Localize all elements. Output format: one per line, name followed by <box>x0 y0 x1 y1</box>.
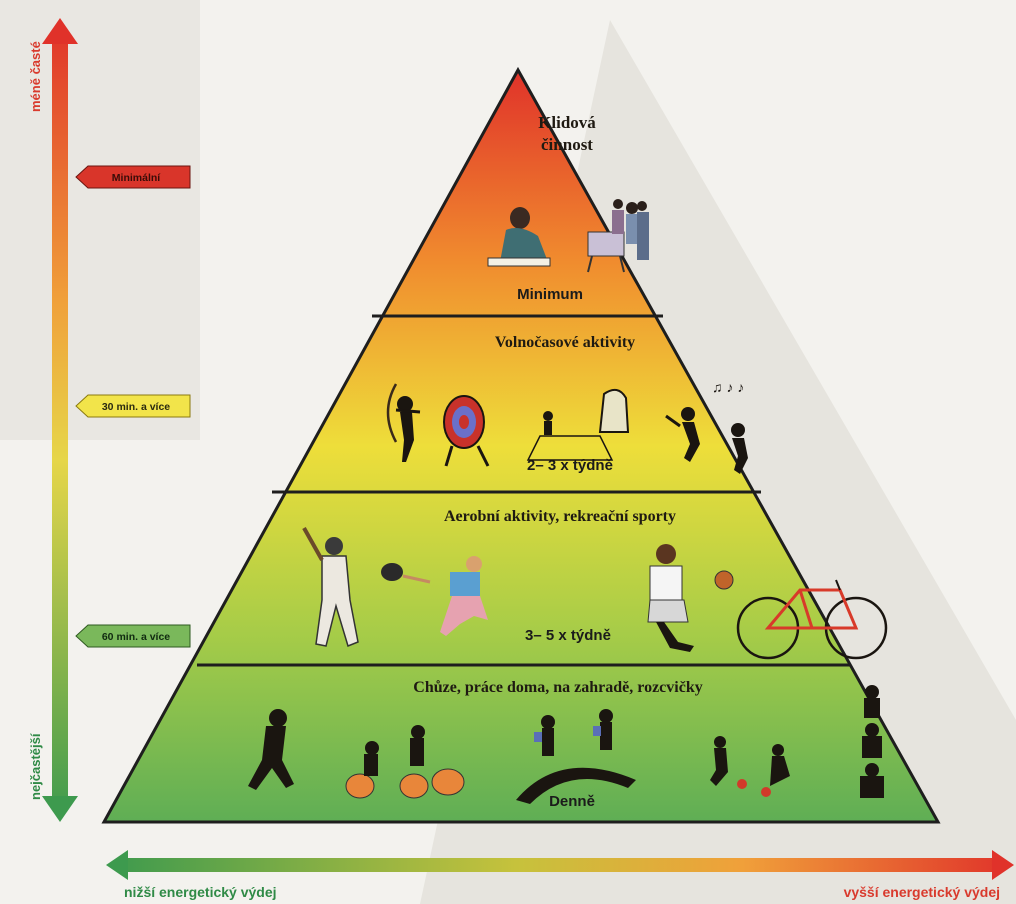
pyramid-body <box>101 66 941 824</box>
tier-title: činnost <box>541 135 593 154</box>
side-tag-60min: 60 min. a více <box>75 624 191 648</box>
axis-left-label: nižší energetický výdej <box>124 884 277 900</box>
side-tag-label: 30 min. a více <box>102 401 170 413</box>
tier-title: Aerobní aktivity, rekreační sporty <box>444 508 676 525</box>
axis-right-label: vyšší energetický výdej <box>844 884 1000 900</box>
tier-2-leisure: Volnočasové aktivity 2– 3 x týdně <box>386 334 748 474</box>
hikers-on-hill-icon <box>516 709 636 804</box>
gardening-figures-icon <box>345 725 465 799</box>
tennis-player-icon <box>381 556 488 636</box>
side-tag-label: 60 min. a více <box>102 631 170 643</box>
tier-frequency: 2– 3 x týdně <box>527 457 613 474</box>
reading-woman-icon <box>487 207 551 267</box>
dancers-icon: ♫ ♪ ♪ <box>665 379 748 474</box>
tier-3-aerobic: Aerobní aktivity, rekreační sporty 3– 5 … <box>302 508 888 660</box>
tier-frequency: 3– 5 x týdně <box>525 627 611 644</box>
tier-4-daily: Chůze, práce doma, na zahradě, rozcvičky… <box>248 679 884 810</box>
tier-frequency: Denně <box>549 793 595 810</box>
bicycle-icon <box>736 579 888 660</box>
side-tag-minimal: Minimální <box>75 165 191 189</box>
horizontal-energy-arrow <box>106 850 1014 880</box>
computer-workers-icon <box>587 199 649 273</box>
baseball-batter-icon <box>302 527 359 648</box>
background-panel <box>0 0 200 440</box>
playing-children-icon <box>710 736 790 797</box>
tier-title: Chůze, práce doma, na zahradě, rozcvičky <box>413 679 702 696</box>
acrobats-icon <box>860 685 884 798</box>
side-tag-30min: 30 min. a více <box>75 394 191 418</box>
axis-top-label: méně časté <box>28 41 43 112</box>
tier-frequency: Minimum <box>517 286 583 303</box>
archer-icon <box>386 383 421 462</box>
tier-title: Volnočasové aktivity <box>495 334 635 351</box>
archery-target-icon <box>443 395 490 467</box>
svg-text:♫ ♪ ♪: ♫ ♪ ♪ <box>712 379 744 395</box>
side-tag-label: Minimální <box>112 172 162 184</box>
basketball-player-icon <box>647 544 734 652</box>
chess-pieces-icon <box>526 388 630 461</box>
axis-bottom-label: nejčastější <box>28 733 43 800</box>
tier-title: Klidová <box>538 113 596 132</box>
tier-1-rest: Klidová činnost Minimum <box>487 113 649 303</box>
running-figure-icon <box>248 709 294 790</box>
vertical-frequency-arrow <box>42 18 78 822</box>
